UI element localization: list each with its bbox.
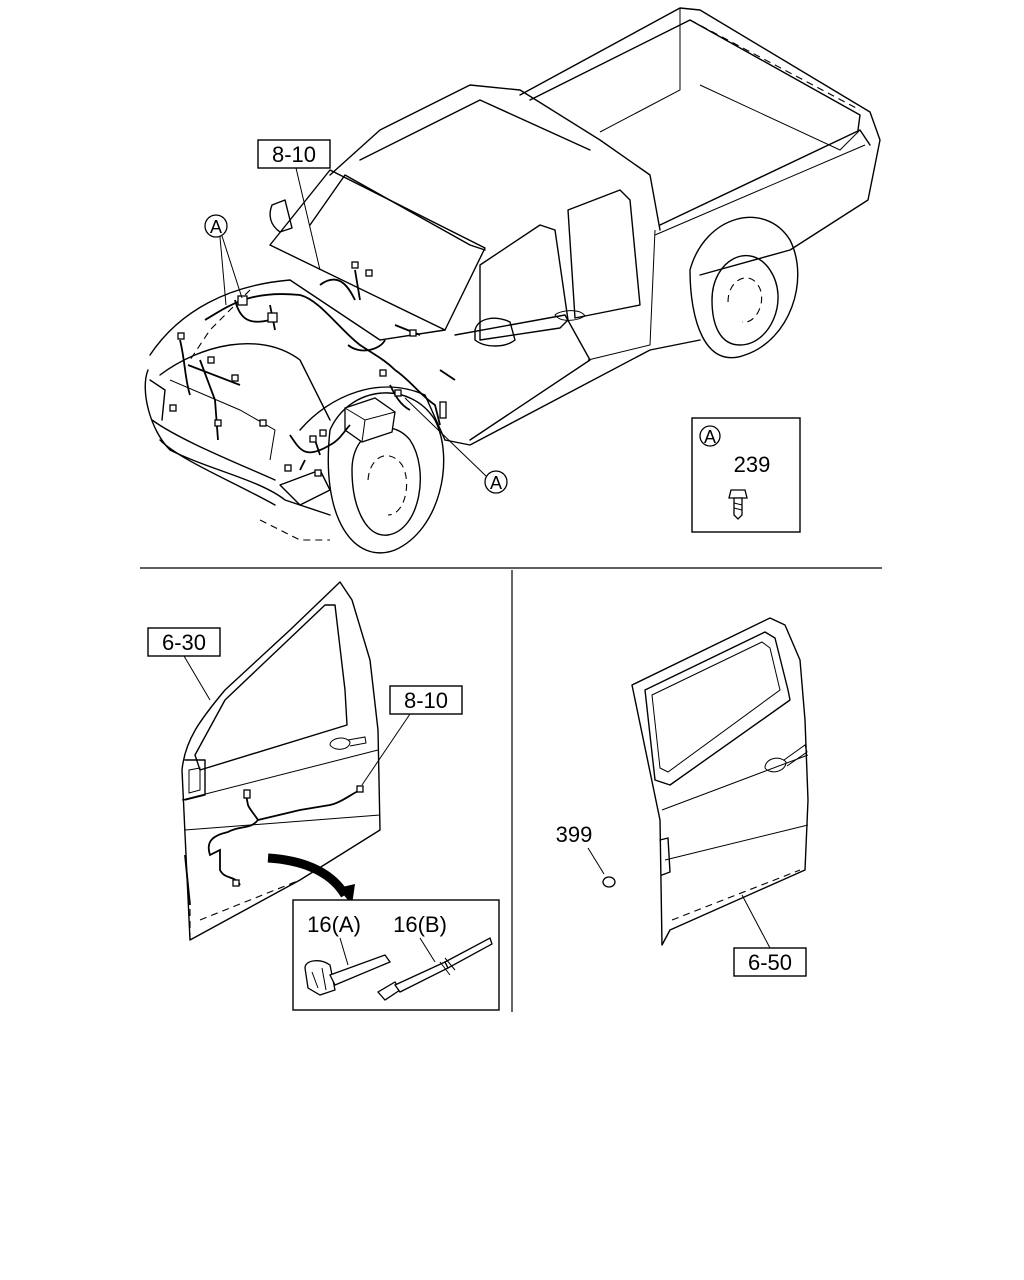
callout-a-right: A (404, 397, 508, 494)
svg-text:8-10: 8-10 (404, 688, 448, 713)
svg-text:399: 399 (556, 822, 593, 847)
svg-text:16(B): 16(B) (393, 912, 447, 937)
clips-inset-box: 16(A) 16(B) (292, 899, 500, 1011)
svg-text:A: A (490, 473, 502, 493)
svg-text:239: 239 (734, 452, 771, 477)
svg-text:16(A): 16(A) (307, 912, 361, 937)
svg-text:8-10: 8-10 (272, 142, 316, 167)
svg-text:A: A (210, 217, 222, 237)
callout-a-left: A (204, 214, 243, 306)
svg-text:6-30: 6-30 (162, 630, 206, 655)
callout-399: 399 (556, 822, 616, 888)
svg-text:A: A (704, 427, 716, 447)
callout-8-10-door: 8-10 (361, 685, 463, 786)
clip-b-icon (376, 937, 493, 1001)
plug-icon (602, 876, 616, 888)
clip-a-icon (304, 954, 392, 996)
callout-6-50: 6-50 (733, 894, 807, 977)
callout-6-30: 6-30 (147, 627, 221, 701)
truck-illustration (144, 7, 881, 554)
svg-text:6-50: 6-50 (748, 950, 792, 975)
callout-8-10-top: 8-10 (257, 139, 331, 271)
rear-door-illustration (631, 617, 809, 946)
bolt-icon (728, 489, 748, 520)
inset-a-box: A 239 (691, 417, 801, 533)
